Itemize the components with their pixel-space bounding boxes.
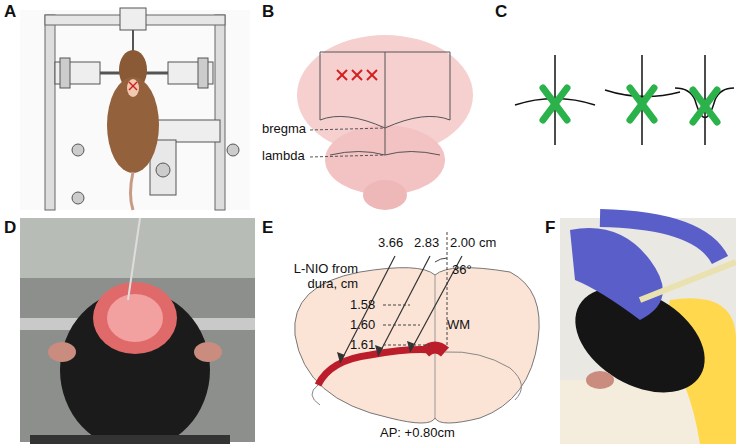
panel-letter: B [262, 2, 274, 22]
landmark-label: lambda [262, 149, 305, 164]
mouse [107, 50, 159, 210]
angle-label: 36° [452, 263, 472, 278]
brain-top-view [297, 35, 473, 210]
panel-letter: A [4, 2, 16, 22]
dimension-label: 3.66 [378, 236, 403, 251]
surgery-photo [20, 218, 255, 444]
dimension-label: 2.83 [414, 236, 439, 251]
coordinate-label: AP: +0.80cm [380, 426, 455, 441]
panel-letter: F [545, 218, 555, 238]
panel-letter: E [262, 218, 273, 238]
dimension-label: 2.00 cm [450, 236, 496, 251]
axis-note: L-NIO from dura, cm [268, 262, 358, 292]
dimension-label: 1.61 [350, 338, 375, 353]
panel-letter: C [495, 2, 507, 22]
panel-letter: D [4, 218, 16, 238]
landmark-label: bregma [262, 122, 306, 137]
green-x-mark [543, 88, 717, 122]
region-label: WM [447, 318, 470, 333]
skull-level-sketches [515, 55, 734, 145]
dimension-label: 1.58 [350, 298, 375, 313]
injection-photo [557, 218, 736, 444]
stereotaxic-frame [20, 8, 250, 210]
coronal-section [295, 232, 540, 423]
dimension-label: 1.60 [350, 318, 375, 333]
